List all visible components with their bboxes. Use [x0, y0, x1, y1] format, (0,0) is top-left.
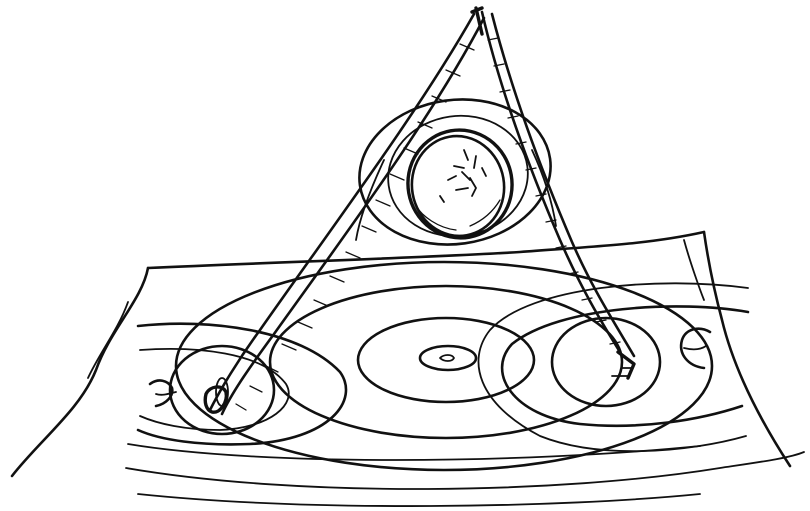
- left-well-rings: [138, 324, 346, 445]
- central-well-center: [440, 355, 454, 361]
- sheet-sweep-bottom: [138, 494, 700, 506]
- surface-sheet: [12, 232, 804, 506]
- right-well-core-tick: [684, 346, 706, 349]
- left-cord-strand-a: [210, 14, 474, 410]
- central-well-ring-1: [420, 346, 476, 370]
- central-well-ring-3: [270, 286, 622, 438]
- central-mass: [350, 87, 560, 256]
- sheet-right-fold: [684, 240, 704, 300]
- halo-wrap-right: [532, 150, 556, 226]
- left-well-ring-3: [140, 349, 289, 430]
- sheet-left-fold: [88, 302, 128, 378]
- mass-surface-marks: [440, 150, 486, 202]
- right-well-rings: [478, 283, 748, 451]
- sheet-right-edge: [704, 232, 790, 466]
